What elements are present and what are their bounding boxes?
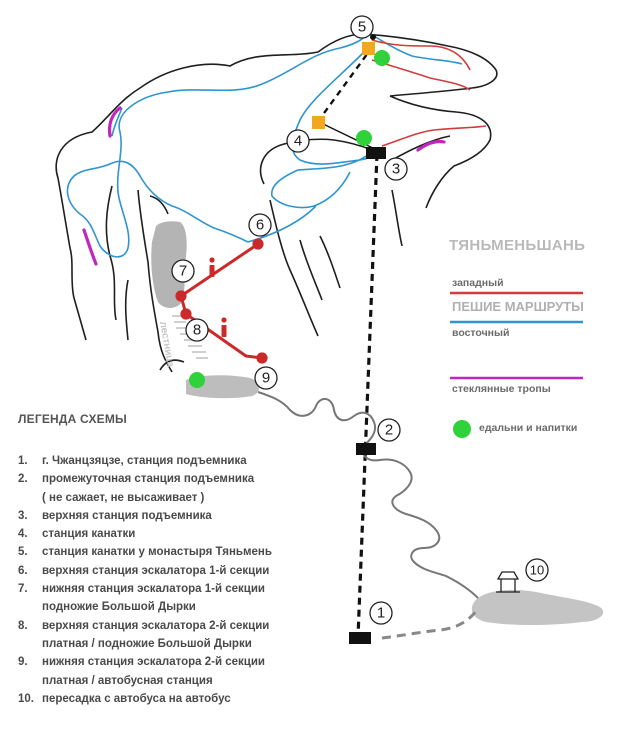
legend-line-2: платная / подножие Большой Дырки [42,637,252,650]
legend-item: 6. верхняя станция эскалатора 1-й секции [18,562,272,580]
number-labels: 5 4 3 6 7 8 9 2 1 10 [179,19,544,622]
legend-line-2: ( не сажает, не высаживает ) [42,491,205,504]
mountain-road [257,391,479,599]
marker-5: 5 [358,19,366,36]
legend-line-2: платная / автобусная станция [42,674,213,687]
marker-8: 8 [193,322,201,339]
key-glass-label: стеклянные тропы [452,383,551,395]
key-west-label: западный [452,277,504,289]
legend-item: 8. верхняя станция эскалатора 2-й секции п… [18,617,272,654]
legend-num: 6. [18,564,28,577]
west-route [371,39,487,147]
key-routes-heading: ПЕШИЕ МАРШРУТЫ [452,299,584,314]
escalator-stations [175,238,268,364]
legend-num: 7. [18,583,28,596]
escalator-station-7 [175,290,187,302]
ropeway-base-station [349,632,371,644]
legend-text: станция канатки [42,525,135,543]
legend-item: 5. станция канатки у монастыря Тяньмень [18,543,272,561]
key-food-label: едальни и напитки [479,422,578,434]
key-east-label: восточный [452,327,510,339]
legend-num: 10. [18,692,34,705]
legend-text: станция канатки у монастыря Тяньмень [42,543,272,561]
legend-num: 3. [18,509,28,522]
escalator-station-9 [256,352,268,364]
food-points [189,50,390,388]
legend-num: 4. [18,528,28,541]
big-cave-rock [151,221,187,308]
escalator-lines [179,242,263,360]
glass-paths [82,106,446,266]
cable-station-5 [362,42,375,55]
legend-item: 2. промежуточная станция подъемника ( не с… [18,470,272,507]
legend-num: 9. [18,656,28,669]
region-title: ТЯНЬМЕНЬШАНЬ [449,237,586,254]
marker-1: 1 [377,605,385,622]
legend-item: 9. нижняя станция эскалатора 2-й секции пл… [18,653,272,690]
ropeway-main [318,45,379,638]
legend-line: промежуточная станция подъемника [42,473,255,486]
info-icon [221,317,227,337]
cable-station-4 [312,116,325,129]
bus-road [381,607,480,640]
valley-plateau [471,589,604,625]
escalator-station-6 [252,238,264,250]
marker-9: 9 [262,370,270,387]
legend-text: нижняя станция эскалатора 1-й секции подн… [42,580,265,617]
legend-line: нижняя станция эскалатора 1-й секции [42,583,265,596]
legend-text: пересадка с автобуса на автобус [42,690,231,708]
legend-title: ЛЕГЕНДА СХЕМЫ [18,412,128,426]
legend-line: станция канатки [42,528,136,541]
marker-2: 2 [385,422,393,439]
key-food-dot [453,420,471,438]
legend-line: верхняя станция эскалатора 2-й секции [42,619,270,632]
ropeway-mid-station [356,443,376,455]
mountain-outline [55,33,498,373]
legend-line: пересадка с автобуса на автобус [42,692,231,705]
east-route-valley [111,107,123,137]
legend-line-2: подножие Большой Дырки [42,601,196,614]
legend-text: г. Чжанцзяцзе, станция подъемника [42,452,247,470]
legend-text: верхняя станция эскалатора 1-й секции [42,562,269,580]
marker-3: 3 [392,161,400,178]
number-markers [171,15,549,625]
legend-num: 8. [18,619,28,632]
legend-item: 4. станция канатки [18,525,272,543]
legend-item: 10. пересадка с автобуса на автобус [18,690,272,708]
east-route [66,31,463,258]
legend-item: 3. верхняя станция подъемника [18,507,272,525]
legend-line: нижняя станция эскалатора 2-й секции [42,656,265,669]
legend-line: верхняя станция эскалатора 1-й секции [42,564,270,577]
food-dot [374,50,390,66]
legend-text: верхняя станция эскалатора 2-й секции пла… [42,617,269,654]
legend-text: верхняя станция подъемника [42,507,212,525]
legend-line: верхняя станция подъемника [42,509,212,522]
marker-10: 10 [530,563,544,578]
marker-6: 6 [256,217,264,234]
marker-4: 4 [294,133,302,150]
ropeway-top-station [366,147,386,159]
legend-line: станция канатки у монастыря Тяньмень [42,546,272,559]
legend-num: 2. [18,473,28,486]
legend-num: 5. [18,546,28,559]
legend-num: 1. [18,455,28,467]
legend-item: 7. нижняя станция эскалатора 1-й секции по… [18,580,272,617]
info-icons [209,257,227,337]
info-icon [209,257,215,277]
legend-text: промежуточная станция подъемника ( не саж… [42,470,254,507]
monastery-point [370,34,376,40]
legend-list: 1. г. Чжанцзяцзе, станция подъемника 2. пр… [18,452,272,708]
legend-item: 1. г. Чжанцзяцзе, станция подъемника [18,452,272,470]
escalator-station-8 [180,308,192,320]
pavilion-icon [496,571,520,593]
food-dot [189,372,205,388]
marker-7: 7 [179,263,187,280]
legend-line: г. Чжанцзяцзе, станция подъемника [42,455,247,467]
food-dot [356,130,372,146]
legend-text: нижняя станция эскалатора 2-й секции плат… [42,653,265,690]
